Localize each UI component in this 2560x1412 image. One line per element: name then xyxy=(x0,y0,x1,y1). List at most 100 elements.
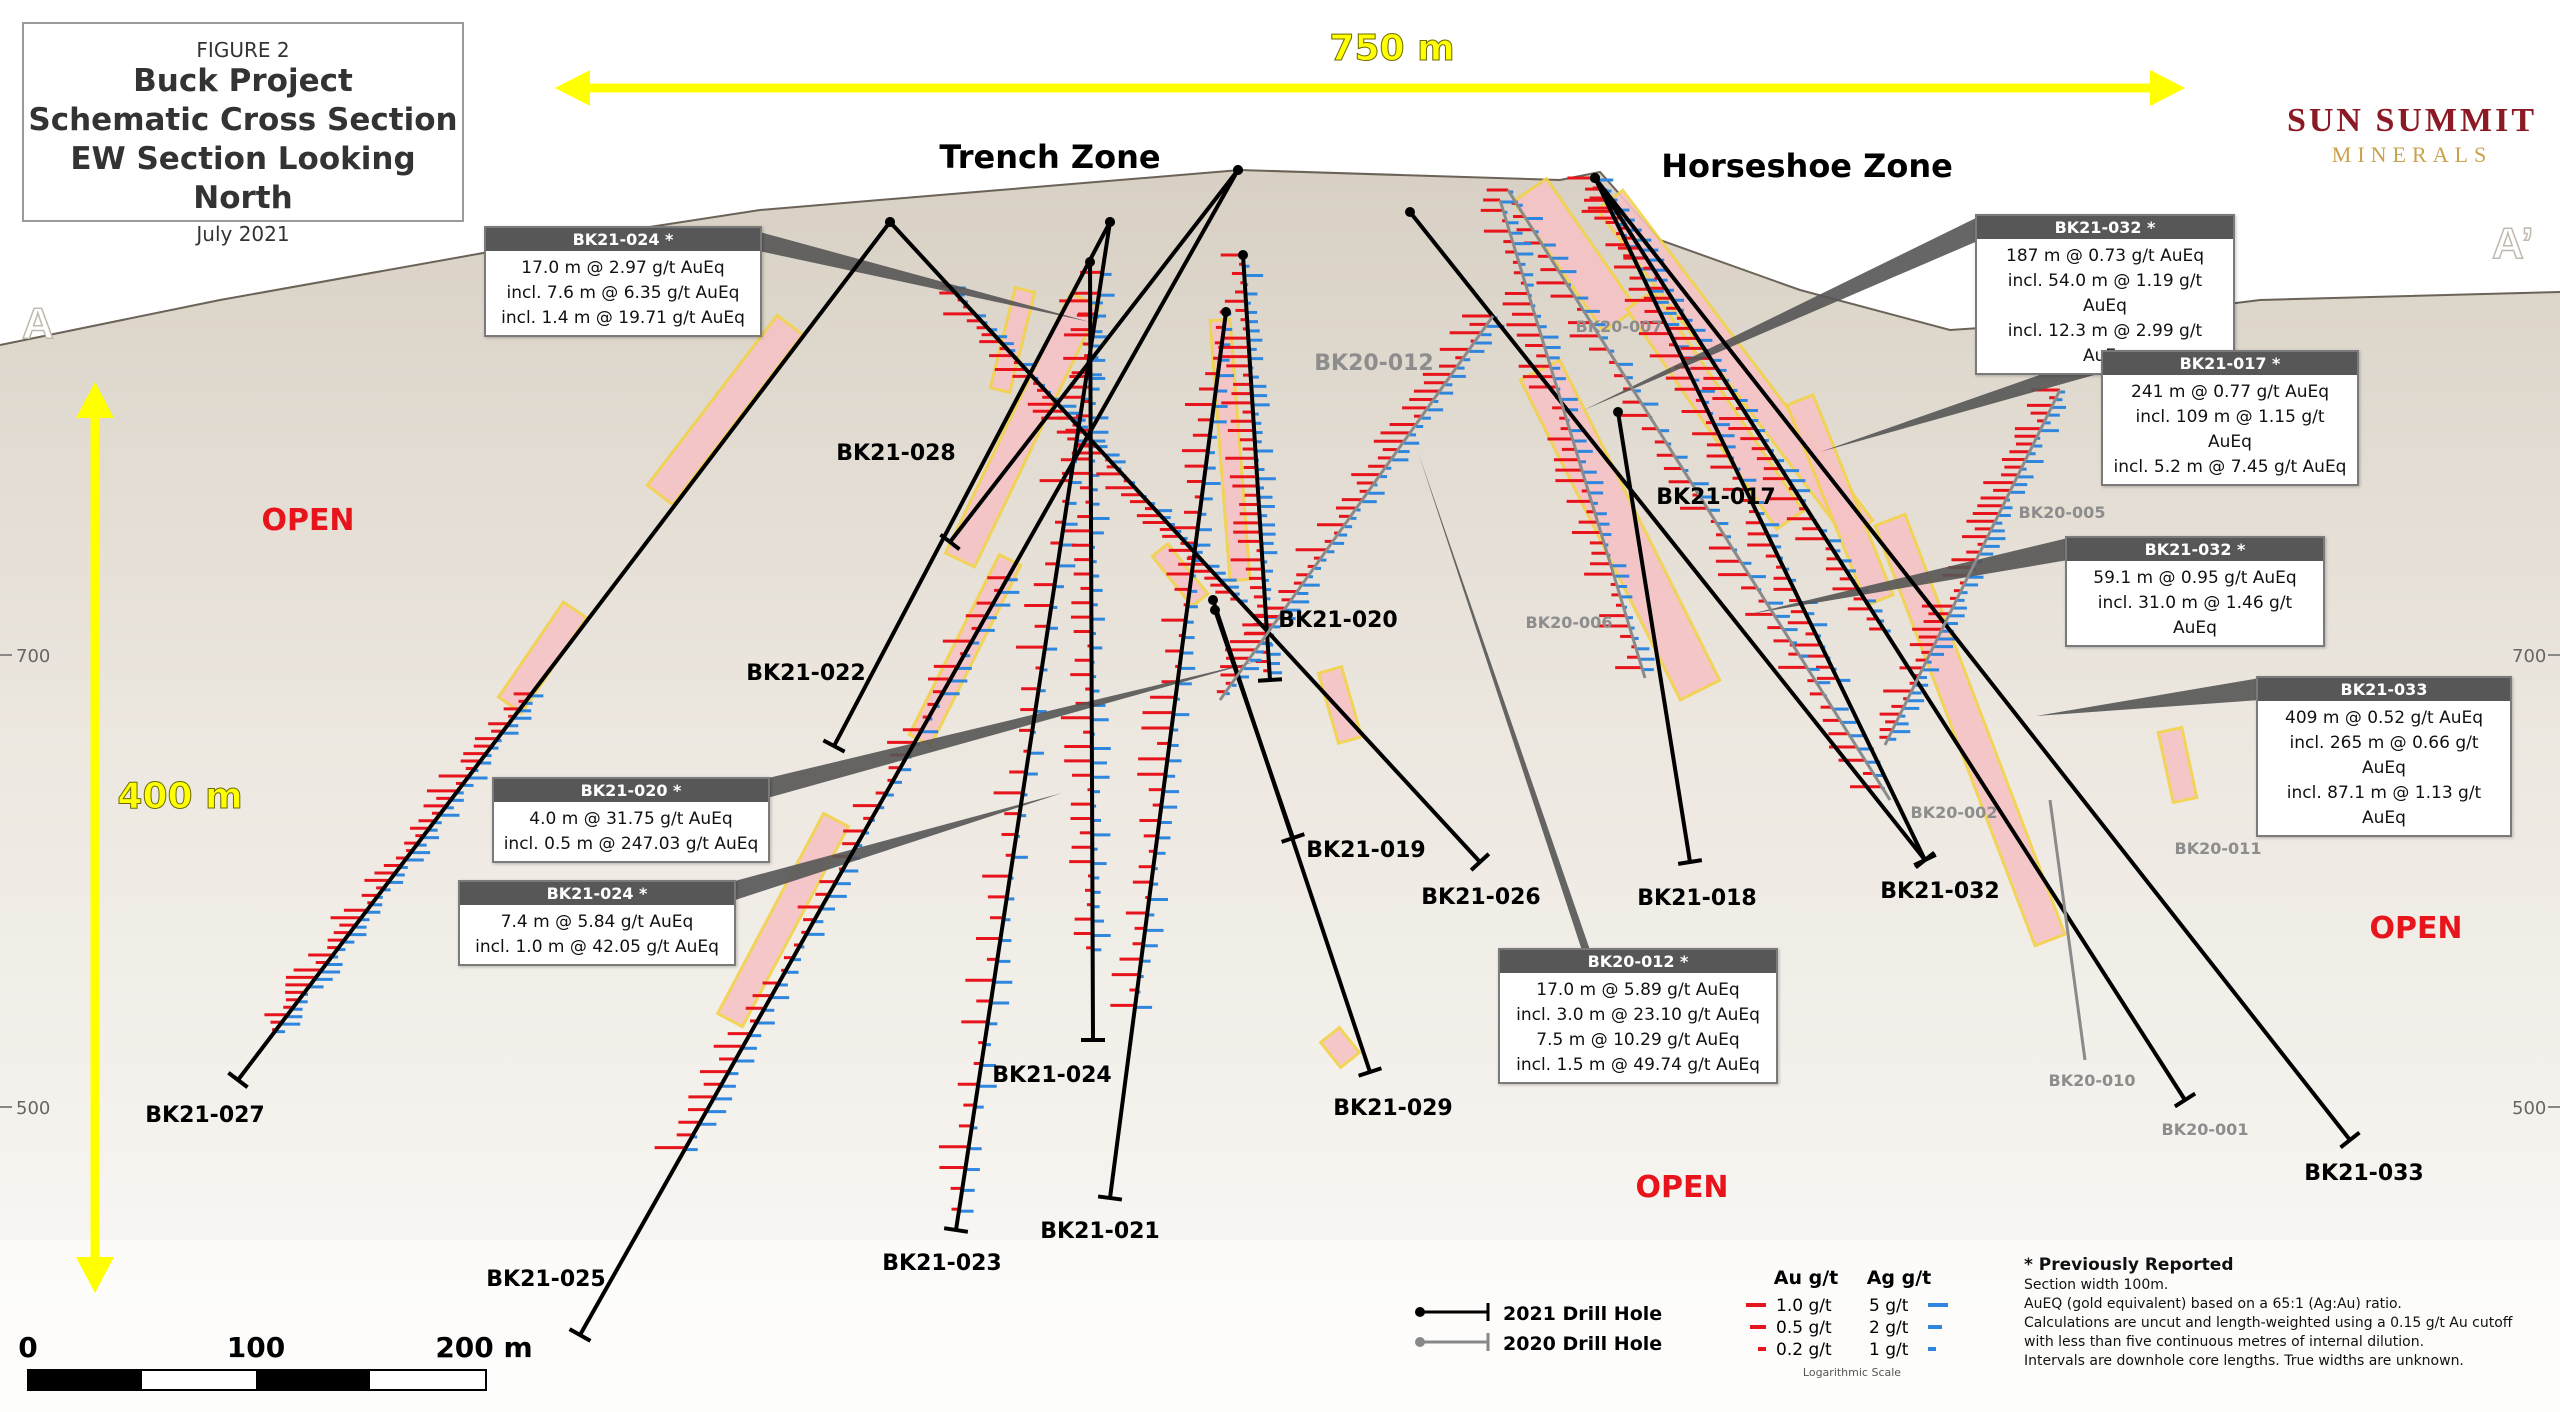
drill-hole-end xyxy=(568,1327,592,1343)
hole-label-bk21-022: BK21-022 xyxy=(746,661,866,686)
hole-label-bk21-019: BK21-019 xyxy=(1306,838,1426,863)
callout-bk21-032-lower: BK21-032 * 59.1 m @ 0.95 g/t AuEq incl. … xyxy=(2065,536,2325,647)
callout-header: BK20-012 * xyxy=(1500,950,1776,973)
legend-2021-hole: 2021 Drill Hole xyxy=(1503,1303,1662,1325)
drill-hole-end xyxy=(1357,1066,1383,1078)
callout-line: incl. 54.0 m @ 1.19 g/t AuEq xyxy=(2007,271,2203,316)
drill-hole-collar xyxy=(1221,307,1231,317)
callout-line: incl. 1.0 m @ 42.05 g/t AuEq xyxy=(475,937,719,957)
callout-line: incl. 1.5 m @ 49.74 g/t AuEq xyxy=(1516,1055,1760,1075)
callout-line: incl. 31.0 m @ 1.46 g/t AuEq xyxy=(2097,593,2293,638)
drill-hole-2021 xyxy=(1108,311,1228,1199)
callout-bk21-024-upper: BK21-024 * 17.0 m @ 2.97 g/t AuEq incl. … xyxy=(484,226,762,337)
callout-header: BK21-017 * xyxy=(2103,352,2357,375)
legend-ag-item: 2 g/t xyxy=(1869,1318,1909,1338)
callout-bk20-012: BK20-012 * 17.0 m @ 5.89 g/t AuEq incl. … xyxy=(1498,948,1778,1084)
drill-hole-2021 xyxy=(954,221,1112,1231)
callout-line: 4.0 m @ 31.75 g/t AuEq xyxy=(529,809,733,829)
drill-hole-end xyxy=(227,1071,249,1089)
callout-line: 241 m @ 0.77 g/t AuEq xyxy=(2131,382,2329,402)
drill-hole-2020 xyxy=(1506,189,1892,801)
hole-label-bk21-026: BK21-026 xyxy=(1421,885,1541,910)
zone-label-horseshoe: Horseshoe Zone xyxy=(1661,147,1953,185)
callout-line: incl. 87.1 m @ 1.13 g/t AuEq xyxy=(2286,783,2482,828)
notes-title: * Previously Reported xyxy=(2024,1255,2234,1275)
callout-leader xyxy=(745,228,1090,322)
legend-au-item: 1.0 g/t xyxy=(1776,1296,1832,1316)
legend-au-item: 0.5 g/t xyxy=(1776,1318,1832,1338)
drill-hole-2020 xyxy=(1883,389,2062,746)
callout-leader xyxy=(1820,352,2105,452)
drill-hole-2021 xyxy=(1593,176,2352,1142)
legend-ag-title: Ag g/t xyxy=(1867,1267,1932,1289)
drill-hole-collar xyxy=(1105,217,1115,227)
callout-line: incl. 109 m @ 1.15 g/t AuEq xyxy=(2135,407,2325,452)
drill-hole-2021 xyxy=(1593,176,2187,1102)
drill-hole-end xyxy=(943,1226,969,1234)
drill-hole-end xyxy=(1097,1194,1123,1202)
callout-line: 17.0 m @ 5.89 g/t AuEq xyxy=(1536,980,1740,1000)
elevation-label: 700 xyxy=(2512,646,2546,667)
legend-ag-item: 5 g/t xyxy=(1869,1296,1909,1316)
hole-label-bk20-005: BK20-005 xyxy=(2019,503,2106,522)
hole-label-bk21-025: BK21-025 xyxy=(486,1267,606,1292)
drill-hole-2021 xyxy=(1241,254,1272,681)
callout-header: BK21-020 * xyxy=(494,779,768,802)
hole-label-bk21-021: BK21-021 xyxy=(1040,1219,1160,1244)
drill-hole-2021 xyxy=(1088,261,1095,1041)
mineralized-envelope xyxy=(1785,392,1895,608)
legend-au-item: 0.2 g/t xyxy=(1776,1340,1832,1360)
scale-bar-label: 200 m xyxy=(435,1331,532,1364)
drill-hole-2021 xyxy=(1593,177,1927,861)
drill-hole-end xyxy=(2173,1091,2197,1109)
mineralized-envelope xyxy=(496,600,589,715)
hole-label-bk20-007: BK20-007 xyxy=(1576,317,1663,336)
drill-hole-end xyxy=(1257,677,1283,683)
drill-hole-2021 xyxy=(236,220,892,1082)
drill-hole-collar xyxy=(1233,165,1243,175)
rock-body xyxy=(0,170,2560,1412)
callout-line: 7.5 m @ 10.29 g/t AuEq xyxy=(1536,1030,1740,1050)
callout-leader xyxy=(720,793,1062,905)
callout-header: BK21-024 * xyxy=(460,882,734,905)
zone-label-trench: Trench Zone xyxy=(939,138,1160,176)
callout-line: 409 m @ 0.52 g/t AuEq xyxy=(2285,708,2483,728)
callout-leader xyxy=(2036,678,2260,716)
drill-hole-end xyxy=(1677,858,1703,866)
hole-label-bk21-032: BK21-032 xyxy=(1880,879,2000,904)
legend-au-title: Au g/t xyxy=(1774,1267,1838,1289)
notes-line: with less than five continuous metres of… xyxy=(2024,1334,2425,1350)
hole-label-bk21-028: BK21-028 xyxy=(836,441,956,466)
drill-hole-collar xyxy=(1590,173,1600,183)
horizontal-scale-arrow xyxy=(555,70,2185,106)
callout-line: 187 m @ 0.73 g/t AuEq xyxy=(2006,246,2204,266)
hole-label-bk21-027: BK21-027 xyxy=(145,1103,265,1128)
drill-holes xyxy=(227,165,2361,1343)
hole-label-bk21-018: BK21-018 xyxy=(1637,886,1757,911)
drill-hole-collar xyxy=(1238,250,1248,260)
callout-bk21-017: BK21-017 * 241 m @ 0.77 g/t AuEq incl. 1… xyxy=(2101,350,2359,486)
open-label: OPEN xyxy=(261,503,354,538)
drill-hole-2021 xyxy=(832,221,1112,747)
section-end-right: A’ xyxy=(2492,219,2534,268)
logo-name: SUN SUMMIT xyxy=(2286,102,2538,139)
hole-label-bk21-023: BK21-023 xyxy=(882,1251,1002,1276)
open-label: OPEN xyxy=(2369,911,2462,946)
logo-sub: MINERALS xyxy=(2331,142,2493,167)
callout-line: incl. 5.2 m @ 7.45 g/t AuEq xyxy=(2113,457,2347,477)
figure-title-box: FIGURE 2 Buck Project Schematic Cross Se… xyxy=(22,22,464,246)
drill-hole-collar xyxy=(1405,207,1415,217)
hole-label-bk20-006: BK20-006 xyxy=(1526,613,1613,632)
callout-line: 59.1 m @ 0.95 g/t AuEq xyxy=(2093,568,2297,588)
figure-title-line: EW Section Looking North xyxy=(70,141,416,216)
notes-block: * Previously Reported Section width 100m… xyxy=(2024,1254,2544,1371)
drill-hole-2020 xyxy=(1498,199,1647,679)
notes-line: Intervals are downhole core lengths. Tru… xyxy=(2024,1353,2464,1369)
mineralized-envelope xyxy=(1318,1025,1362,1070)
figure-date: July 2021 xyxy=(196,222,290,246)
notes-line: Section width 100m. xyxy=(2024,1277,2169,1293)
section-end-left: A xyxy=(22,299,54,348)
legend-scale-note: Logarithmic Scale xyxy=(1803,1366,1901,1379)
